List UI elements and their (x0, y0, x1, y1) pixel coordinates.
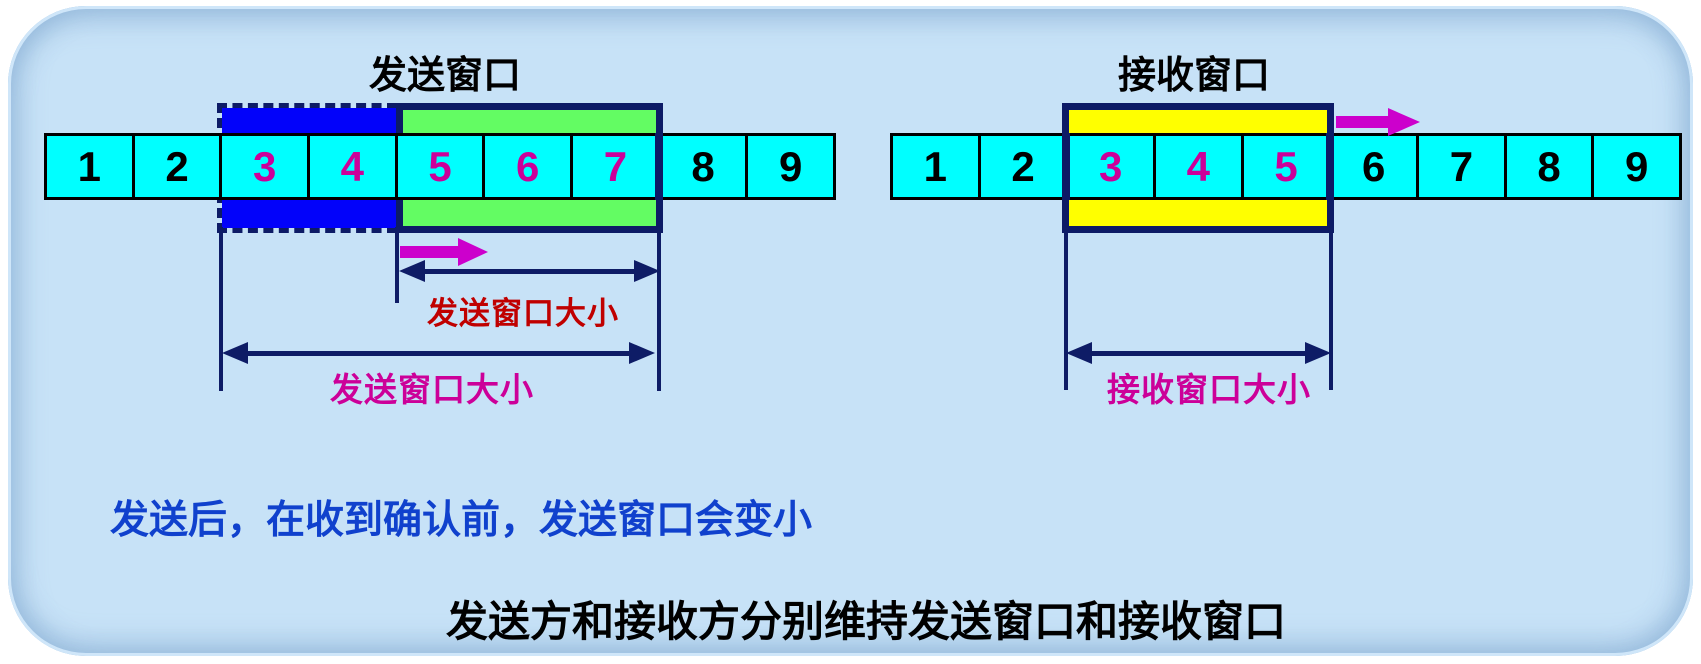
tick-recv-start (1064, 228, 1068, 390)
tick-recv-end (1329, 228, 1333, 390)
send-slide-arrow-icon (458, 238, 488, 266)
send-window-right-edge (655, 133, 663, 200)
recv-arrowhead-right-icon (1305, 342, 1331, 364)
receive-window-title: 接收窗口 (1117, 55, 1271, 97)
send-cell-8: 8 (657, 136, 746, 197)
send-cell-9: 9 (745, 136, 833, 197)
send-slide-arrow-shaft (400, 246, 458, 258)
receive-window-right-edge (1326, 133, 1334, 200)
receive-window-size-label: 接收窗口大小 (1107, 371, 1311, 408)
recv-cell-2: 2 (977, 136, 1066, 197)
inner-arrowhead-right-icon (634, 260, 660, 282)
tick-window-start (219, 227, 223, 391)
tick-window-end (657, 227, 661, 391)
bottom-caption: 发送方和接收方分别维持发送窗口和接收窗口 (445, 598, 1287, 645)
outer-arrowhead-right-icon (629, 342, 655, 364)
recv-cell-1: 1 (923, 142, 948, 190)
recv-cell-3: 3 (1065, 136, 1153, 197)
recv-cell-9: 9 (1591, 136, 1679, 197)
send-cell-5: 5 (394, 136, 483, 197)
send-cell-1: 1 (77, 142, 102, 190)
recv-dimension-line (1089, 351, 1306, 356)
send-cell-3: 3 (219, 136, 307, 197)
inner-dimension-line (422, 269, 637, 274)
recv-slide-arrow-icon (1388, 108, 1420, 136)
recv-cell-7: 7 (1416, 136, 1504, 197)
shrink-note-text: 发送后，在收到确认前，发送窗口会变小 (110, 499, 813, 542)
recv-slide-arrow-shaft (1336, 116, 1388, 128)
receive-sequence-row: 1 2 3 4 5 6 7 8 9 (890, 133, 1682, 200)
recv-cell-4: 4 (1153, 136, 1241, 197)
tick-usable-start (395, 227, 399, 303)
outer-arrowhead-left-icon (222, 342, 248, 364)
inner-arrowhead-left-icon (399, 260, 425, 282)
outer-dimension-line (245, 351, 632, 356)
send-cell-7: 7 (570, 136, 658, 197)
receive-window-left-edge (1062, 133, 1070, 200)
recv-arrowhead-left-icon (1066, 342, 1092, 364)
recv-cell-6: 6 (1328, 136, 1416, 197)
recv-cell-5: 5 (1240, 136, 1329, 197)
send-sequence-row: 1 2 3 4 5 6 7 8 9 (44, 133, 836, 200)
usable-window-size-label: 发送窗口大小 (427, 296, 619, 331)
send-cell-2: 2 (131, 136, 220, 197)
send-window-title: 发送窗口 (368, 55, 522, 97)
send-cell-6: 6 (482, 136, 570, 197)
send-window-size-label: 发送窗口大小 (330, 371, 534, 408)
send-cell-4: 4 (307, 136, 395, 197)
recv-cell-8: 8 (1503, 136, 1592, 197)
